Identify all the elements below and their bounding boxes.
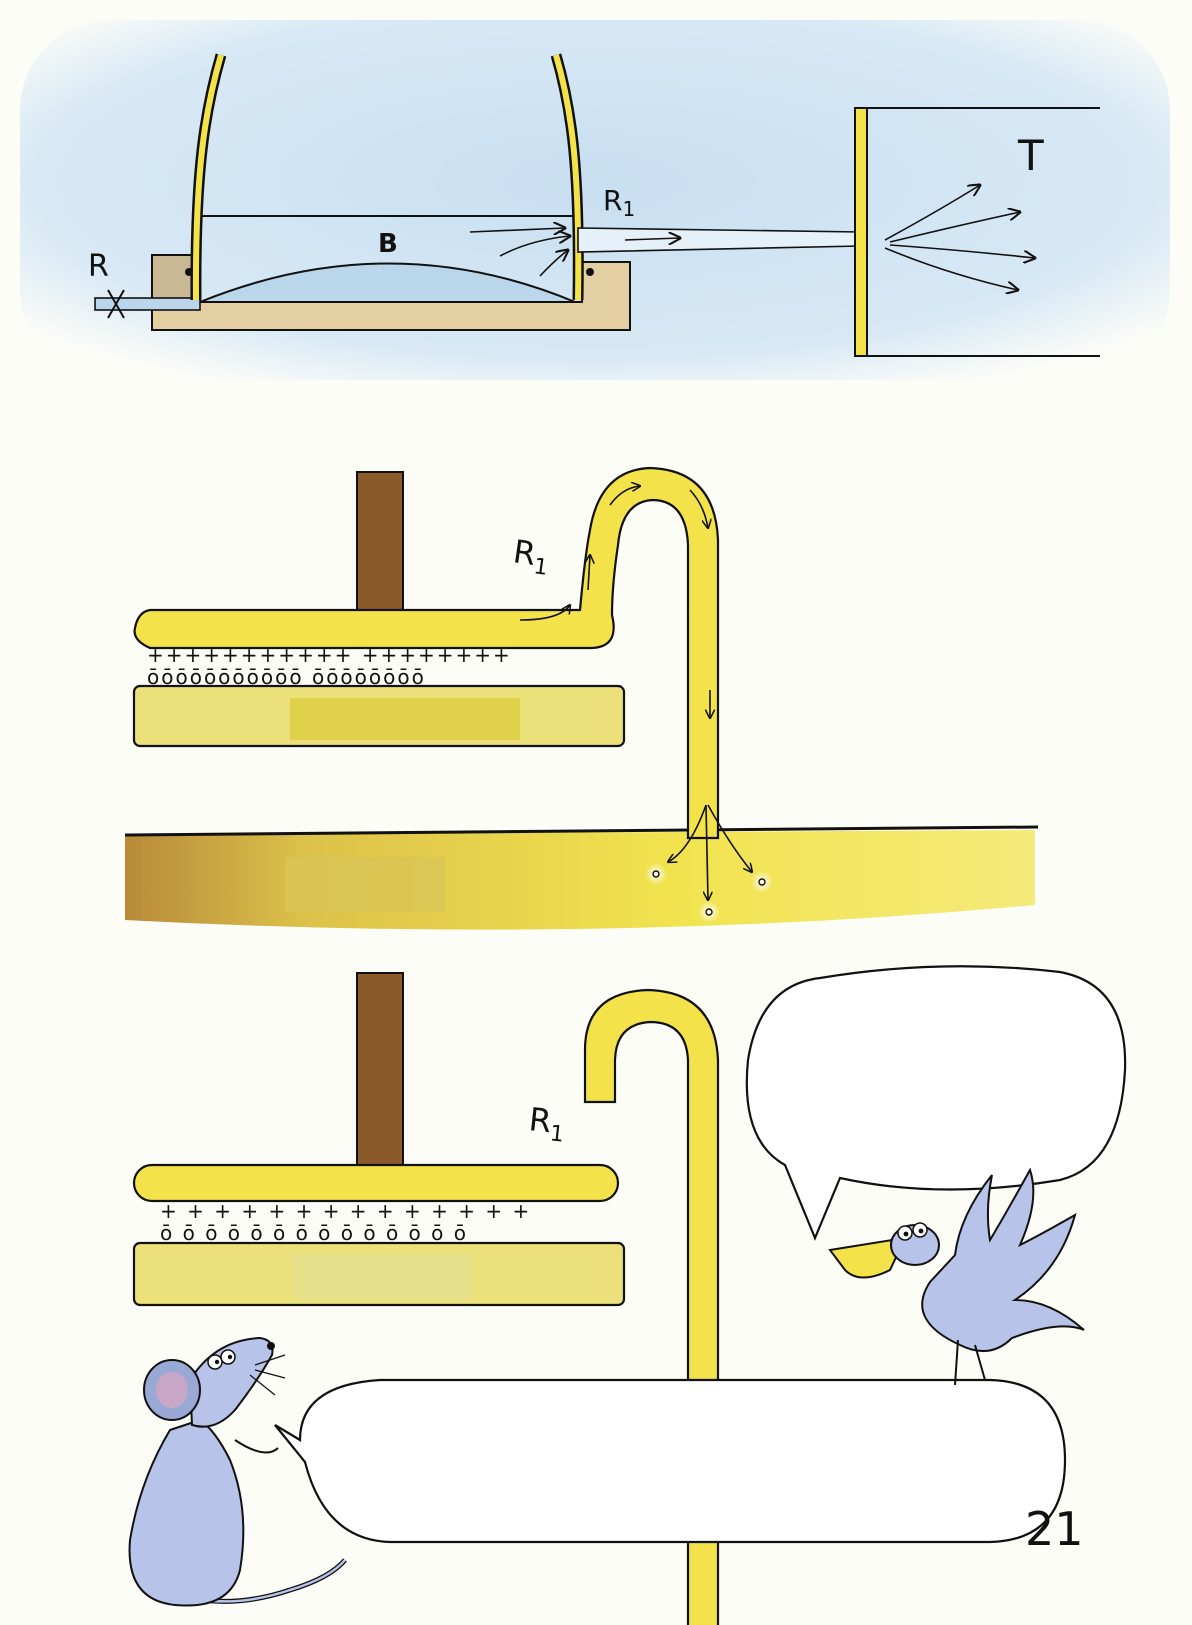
liquid-bubble-b (199, 262, 576, 303)
mouse-nose (267, 1342, 275, 1350)
page-number: 21 (1025, 1502, 1084, 1556)
top-electrode-plate-bottom (132, 1163, 620, 1203)
base-plate (151, 261, 631, 331)
bird-character (828, 1167, 1085, 1386)
speech-bubble-mouse (274, 1378, 1067, 1544)
target-plate (854, 107, 868, 357)
brown-rod (356, 471, 404, 613)
label-r1-middle-sub: 1 (532, 554, 549, 581)
flow-arrows (469, 185, 1035, 290)
mouse-whiskers (249, 1354, 286, 1396)
top-electrode-plate (133, 466, 720, 840)
label-r1-top-sub: 1 (622, 197, 635, 221)
speech-bubble-bird (745, 965, 1127, 1241)
bottom-diagram: + + + + + + + + + + + + + + ō ō ō ō ō ō … (128, 965, 1127, 1625)
ground-layer (124, 825, 1039, 930)
middle-diagram: +++++++++++ ++++++++ ōōōōōōōōōōō ōōōōōōō… (124, 466, 1039, 930)
label-r: R (88, 249, 109, 284)
mouse-arm (234, 1439, 279, 1454)
label-b: B (378, 229, 398, 259)
plus-charges: +++++++++++ ++++++++ (147, 643, 512, 667)
minus-charges-bottom: ō ō ō ō ō ō ō ō ō ō ō ō ō ō (160, 1221, 468, 1245)
lower-plate-bottom-label-mask (292, 1254, 472, 1299)
hook-tube (583, 988, 720, 1625)
inlet-pipe (94, 297, 201, 311)
label-r1-bottom: R1 (527, 1100, 568, 1148)
label-r1-middle: R1 (510, 532, 552, 581)
lower-plate-label-mask (290, 698, 520, 740)
right-pivot-dot (586, 268, 594, 276)
mouse-body (128, 1418, 245, 1607)
label-r1-top: R1 (603, 184, 635, 221)
brown-rod-bottom (356, 972, 404, 1171)
label-t: T (1017, 131, 1044, 180)
left-electrode-fill (192, 54, 224, 301)
valve-cross-icon (107, 289, 125, 319)
top-diagram: R B R1 T (20, 20, 1170, 380)
ion-particles (645, 863, 773, 923)
right-electrode-fill (553, 54, 582, 301)
plus-charges-bottom: + + + + + + + + + + + + + + (160, 1199, 531, 1223)
label-r1-bottom-sub: 1 (549, 1121, 566, 1147)
tube-flow-arrows (519, 486, 752, 900)
bird-beak (828, 1236, 907, 1279)
mouse-character (128, 1336, 347, 1607)
